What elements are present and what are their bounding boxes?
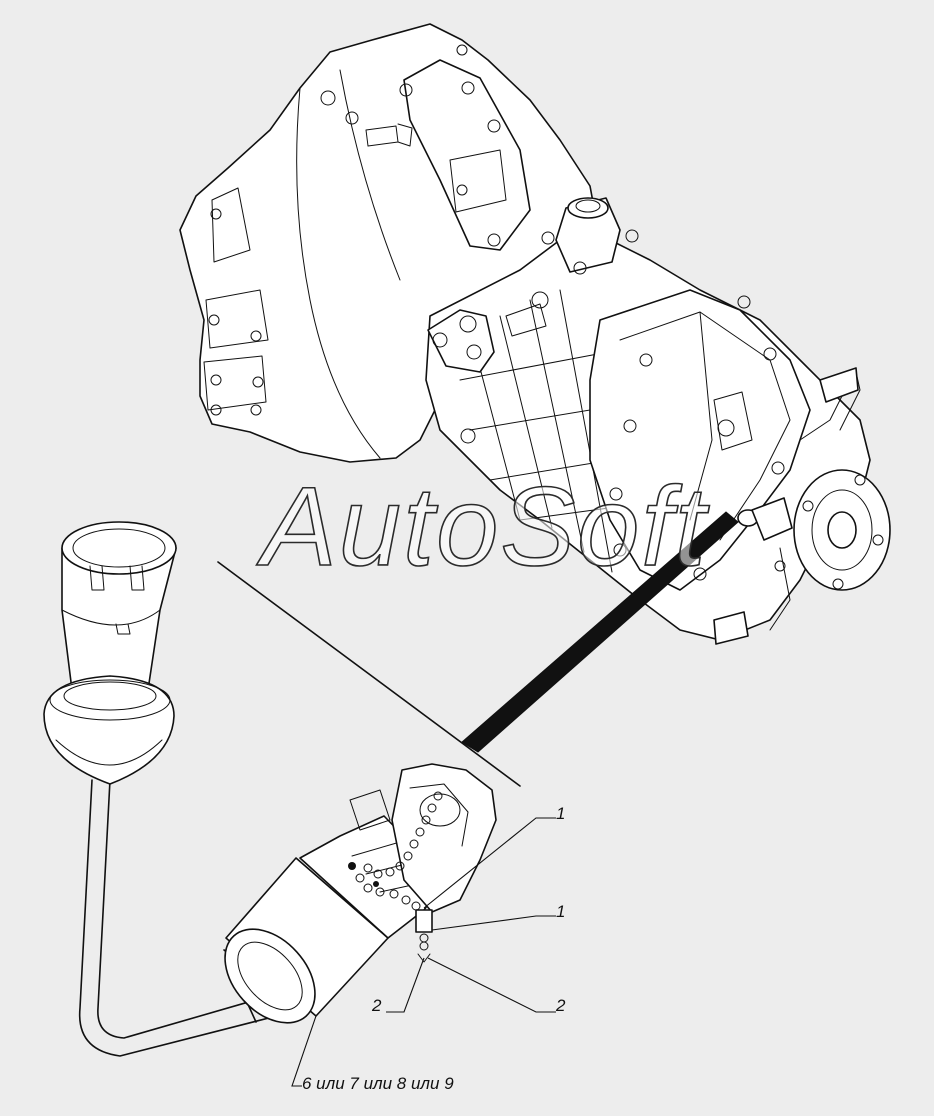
rubber-grommet <box>43 675 175 785</box>
callout-label-1: 1 <box>556 902 566 921</box>
lock-wire <box>348 791 443 911</box>
gearbox-assembly <box>179 23 891 645</box>
speed-sensor-detail <box>43 521 497 1057</box>
callout-label-1: 1 <box>556 804 566 823</box>
watermark: AutoSoft <box>261 463 708 590</box>
cable-tube <box>78 779 301 1057</box>
callout-leaders <box>291 817 556 1087</box>
lead-seal <box>415 909 433 933</box>
callout-label-2: 2 <box>556 996 566 1015</box>
callout-label-variants: 6 или 7 или 8 или 9 <box>302 1074 454 1093</box>
callout-label-2: 2 <box>372 996 382 1015</box>
section-line <box>217 561 521 787</box>
